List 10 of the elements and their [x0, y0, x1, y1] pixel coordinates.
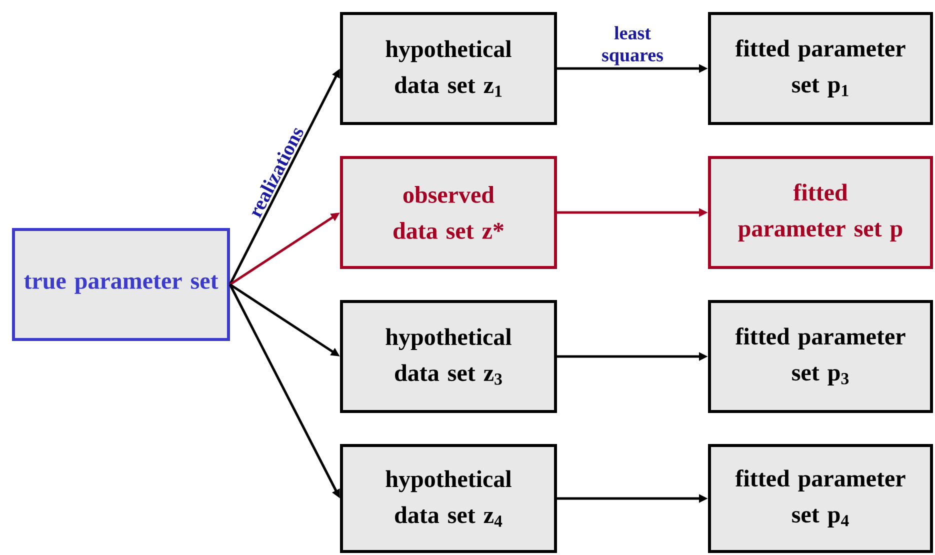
process-box: fitted parameter set p — [708, 156, 933, 269]
process-box: true parameter set — [12, 228, 230, 341]
process-box: hypothetical data set z$_{1}$ — [340, 12, 557, 125]
process-box: observed data set z* — [340, 156, 557, 269]
process-box: fitted parameter set p$_{1}$ — [708, 12, 933, 125]
process-box: fitted parameter set p$_{3}$ — [708, 300, 933, 413]
process-box: fitted parameter set p$_{4}$ — [708, 444, 933, 553]
process-box: hypothetical data set z$_{3}$ — [340, 300, 557, 413]
process-box: hypothetical data set z$_{4}$ — [340, 444, 557, 553]
edge-label: least squares — [586, 25, 678, 66]
